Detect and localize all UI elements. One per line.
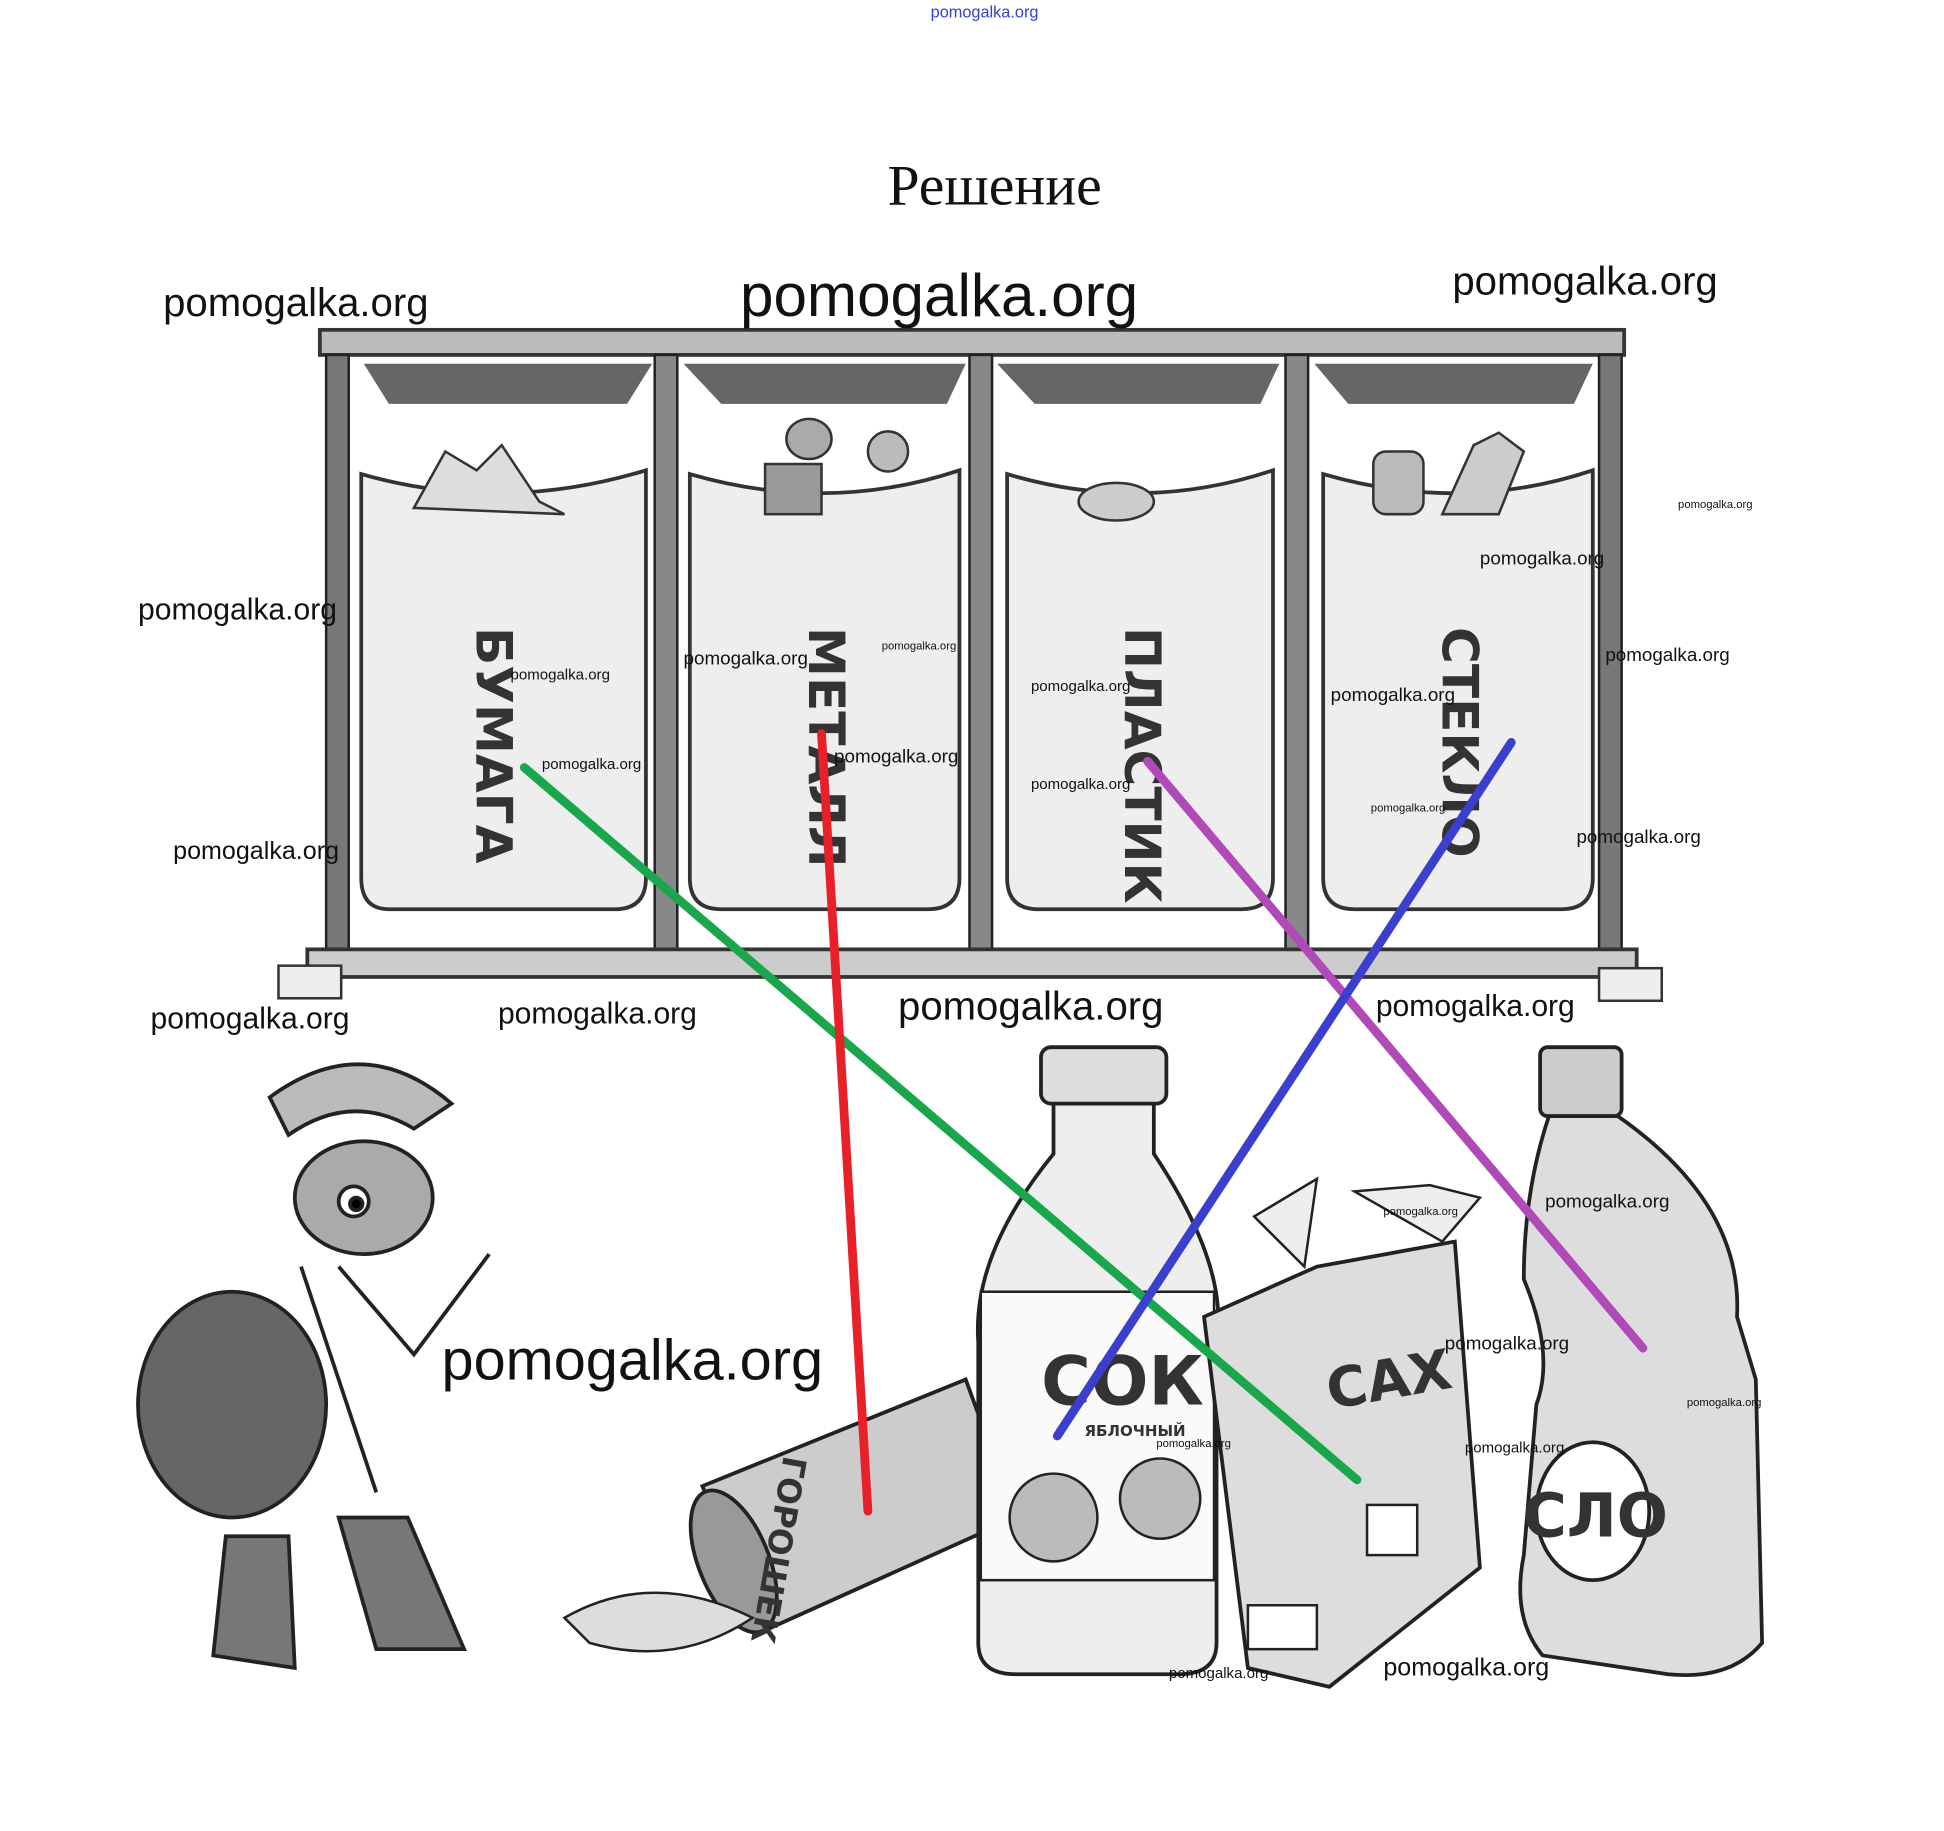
watermark: pomogalka.org [882,641,957,653]
watermark: pomogalka.org [1331,684,1455,705]
watermark: pomogalka.org [1031,678,1130,695]
watermark: pomogalka.org [898,984,1163,1029]
sugar-bag: САХ [1201,1176,1483,1689]
watermark: pomogalka.org [1156,1438,1231,1450]
watermark: pomogalka.org [1376,990,1575,1023]
page-title: Решение [887,154,1101,217]
connection-plastic-oil [1143,756,1648,1353]
juice-bottle: СОК ЯБЛОЧНЫЙ [975,1045,1221,1677]
watermark: pomogalka.org [684,648,808,669]
watermark: pomogalka.org [1480,547,1604,568]
connection-glass-juice [1052,738,1516,1441]
watermark: pomogalka.org [1576,826,1700,847]
watermark: pomogalka.org [1605,644,1729,665]
watermark: pomogalka.org [1169,1665,1268,1682]
watermarks: pomogalka.org pomogalka.org pomogalka.or… [138,259,1761,1682]
bin-label-paper: БУМАГА [465,627,524,864]
connection-paper-sugar [519,763,1362,1485]
watermark: pomogalka.org [1383,1653,1549,1681]
watermark: pomogalka.org [1452,259,1717,304]
ant-character [136,1062,491,1671]
recycling-cabinet [277,327,1664,1003]
bin-glass: СТЕКЛО [1314,363,1595,912]
watermark: pomogalka.org [510,667,609,684]
watermark: pomogalka.org [542,756,641,773]
watermark: pomogalka.org [1678,499,1753,511]
juice-label: СОК [1041,1342,1204,1421]
watermark: pomogalka.org [1031,776,1130,793]
watermark: pomogalka.org [173,837,339,865]
bin-plastic: ПЛАСТИК [997,363,1280,912]
watermark: pomogalka.org [1465,1439,1564,1456]
can-peas: ГОРОШЕК [562,1377,1019,1653]
watermark: pomogalka.org [1371,802,1446,814]
bin-metal: МЕТАЛЛ [683,363,966,912]
bin-label-plastic: ПЛАСТИК [1113,627,1172,903]
watermark: pomogalka.org [1383,1206,1458,1218]
watermark: pomogalka.org [151,1002,350,1035]
watermark: pomogalka.org [1445,1332,1569,1353]
watermark: pomogalka.org [1545,1191,1669,1212]
site-link[interactable]: pomogalka.org [931,4,1039,22]
bin-paper: БУМАГА [359,363,653,912]
oil-label: СЛО [1523,1481,1668,1551]
watermark: pomogalka.org [1687,1397,1762,1409]
juice-sublabel: ЯБЛОЧНЫЙ [1084,1421,1185,1440]
watermark: pomogalka.org [740,262,1138,329]
watermark: pomogalka.org [498,997,697,1030]
watermark: pomogalka.org [834,745,958,766]
watermark: pomogalka.org [442,1329,824,1393]
connection-metal-can [817,729,873,1516]
watermark: pomogalka.org [163,280,428,325]
oil-bottle: СЛО [1518,1045,1764,1677]
watermark: pomogalka.org [138,594,337,627]
